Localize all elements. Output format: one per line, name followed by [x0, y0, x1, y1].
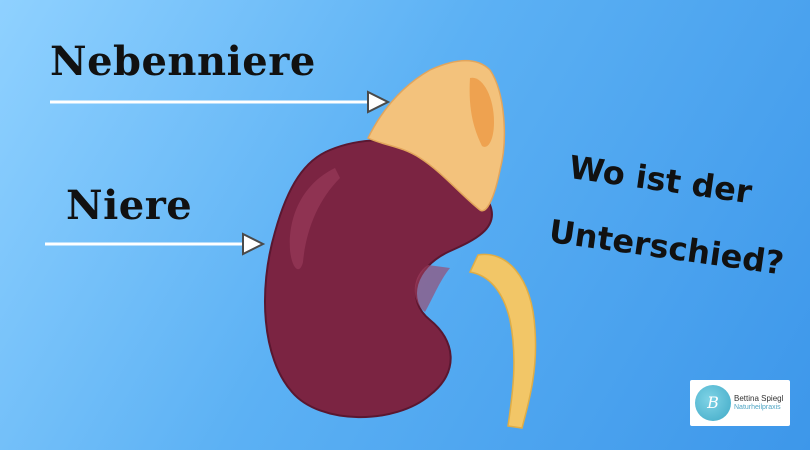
label-nebenniere: Nebenniere	[50, 38, 316, 85]
kidney-highlight	[289, 168, 340, 270]
logo-name: Bettina Spiegl	[734, 394, 784, 403]
adrenal-medulla	[469, 77, 494, 147]
kidney	[264, 139, 493, 419]
arrow-kidney-head	[242, 232, 266, 256]
practice-logo: B Bettina Spiegl Naturheilpraxis	[690, 380, 790, 426]
ureter	[468, 253, 537, 429]
kidney-hilum-highlight	[414, 265, 450, 312]
label-niere: Niere	[66, 182, 193, 229]
logo-mark-icon: B	[695, 385, 731, 421]
logo-subtitle: Naturheilpraxis	[734, 404, 781, 411]
arrow-adrenal-head	[367, 90, 391, 114]
